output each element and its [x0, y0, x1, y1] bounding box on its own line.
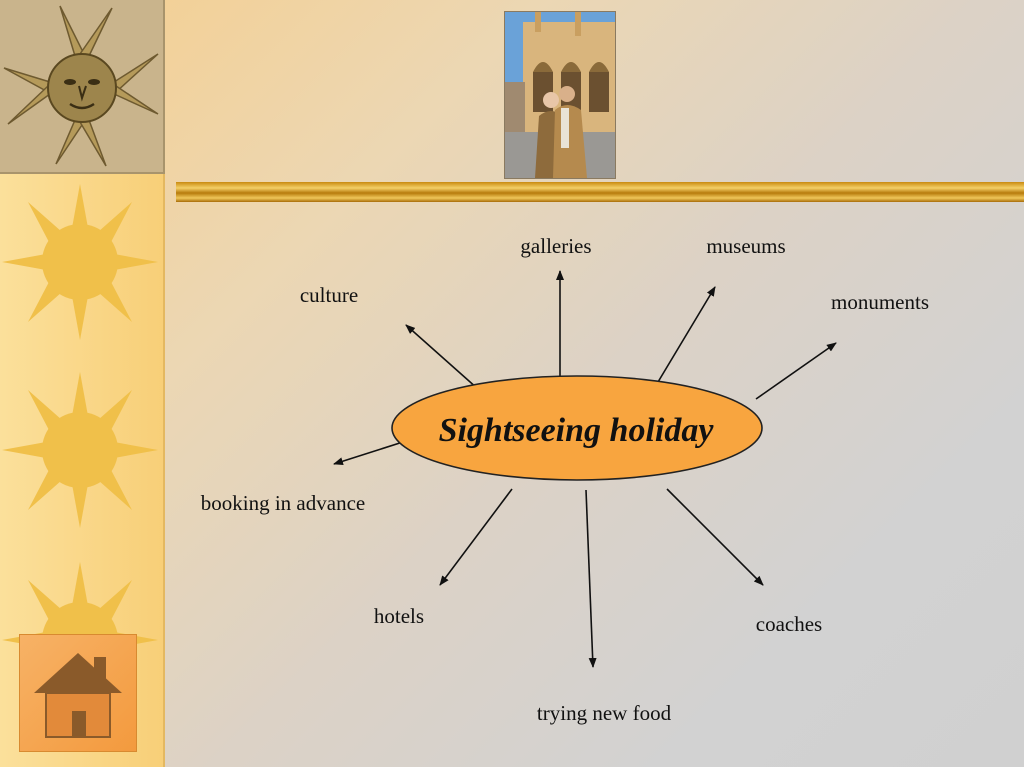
arrow-trying-new-food	[585, 489, 597, 668]
node-hotels: hotels	[374, 604, 424, 628]
home-icon	[34, 653, 122, 738]
sun-face-tile	[0, 0, 165, 174]
center-ellipse	[391, 375, 763, 481]
arrow-hotels	[439, 488, 513, 586]
arrow-booking-in-advance	[333, 440, 407, 466]
gold-divider-bar	[176, 182, 1024, 202]
node-culture: culture	[300, 283, 358, 307]
node-coaches: coaches	[756, 612, 822, 636]
sun-icon	[3, 5, 159, 167]
home-button[interactable]	[19, 634, 137, 752]
node-booking-in-advance: booking in advance	[201, 491, 365, 515]
arrow-coaches	[666, 488, 764, 586]
venice-couple-photo	[504, 11, 616, 179]
arrow-museums	[657, 286, 716, 383]
node-museums: museums	[706, 234, 785, 258]
center-label: Sightseeing holiday	[439, 412, 715, 449]
node-trying-new-food: trying new food	[537, 701, 672, 725]
photo-image	[505, 12, 615, 178]
node-monuments: monuments	[831, 290, 929, 314]
arrow-monuments	[755, 342, 837, 400]
arrow-culture	[405, 324, 479, 390]
node-galleries: galleries	[520, 234, 591, 258]
